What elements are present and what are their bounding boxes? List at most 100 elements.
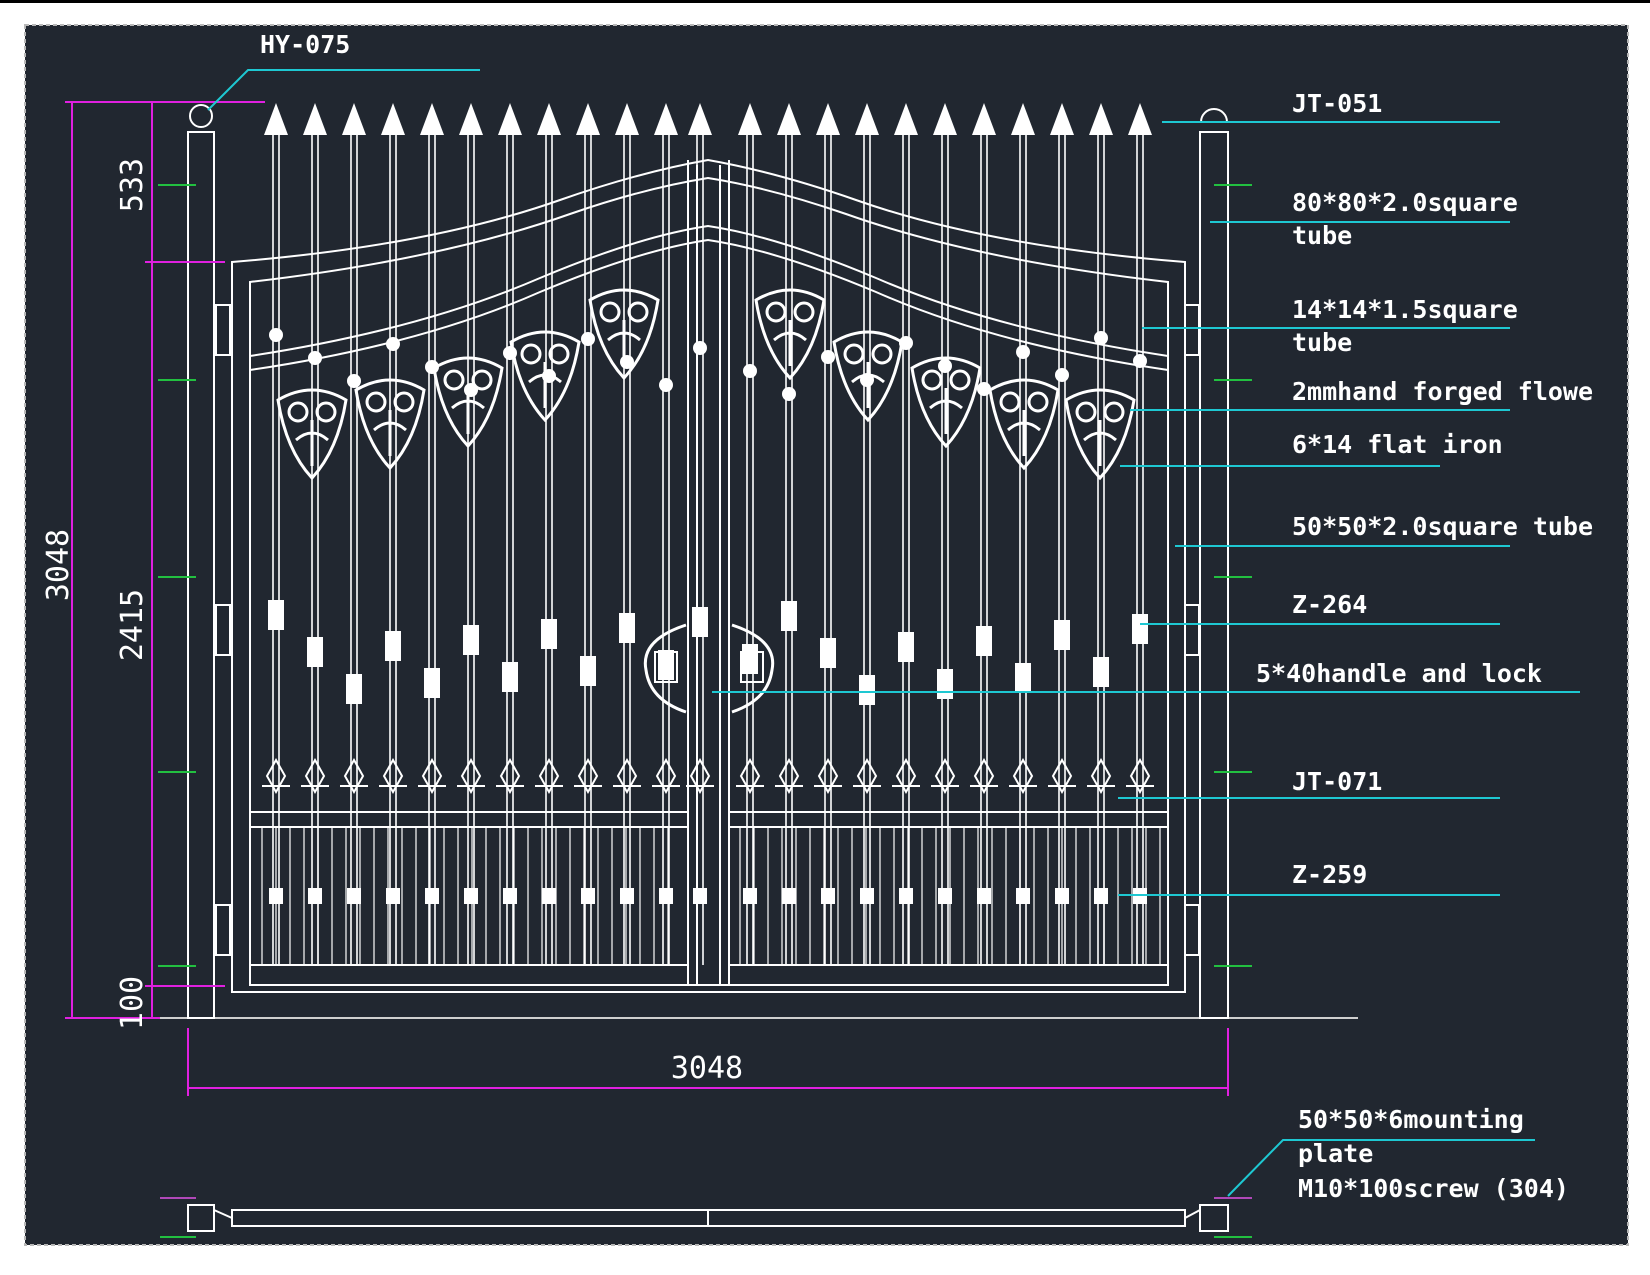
lower-finial-15	[856, 757, 878, 795]
collar-19	[1015, 663, 1031, 693]
dim-top-arch: 533	[115, 158, 150, 212]
handle-left	[643, 623, 687, 714]
label-bar-tube-1: 14*14*1.5square	[1292, 295, 1518, 324]
lower-collar-20	[1055, 888, 1069, 904]
spear-tip-9	[615, 103, 639, 135]
spear-tip-1	[303, 103, 327, 135]
lower-finial-5	[460, 757, 482, 795]
flower-outline-1	[354, 378, 426, 471]
flower-scroll-a-0	[287, 401, 309, 423]
lower-collar-18	[977, 888, 991, 904]
flower-outline-3	[509, 330, 581, 423]
flower-outline-0	[276, 388, 348, 481]
spear-tip-2	[342, 103, 366, 135]
collar-13	[781, 601, 797, 631]
lower-collar-21	[1094, 888, 1108, 904]
flower-stem-1	[373, 410, 407, 456]
bead-22	[1133, 354, 1147, 368]
collar-14	[820, 638, 836, 668]
label-jt071: JT-071	[1292, 767, 1382, 796]
bead-3	[386, 337, 400, 351]
top-border	[0, 0, 1650, 3]
collar-0	[268, 600, 284, 630]
flower-outline-8	[988, 378, 1060, 471]
plan-hinge-left	[213, 1209, 233, 1219]
collar-3	[385, 631, 401, 661]
left-post	[187, 131, 215, 1019]
drawing-background	[24, 24, 1629, 1246]
spear-tip-12	[738, 103, 762, 135]
lower-finial-3	[382, 757, 404, 795]
flower-scroll-b-3	[548, 343, 570, 365]
flower-scroll-b-6	[871, 343, 893, 365]
flower-outline-9	[1064, 388, 1136, 481]
collar-17	[937, 669, 953, 699]
flower-scroll-a-4	[599, 301, 621, 323]
collar-8	[580, 656, 596, 686]
lower-collar-7	[542, 888, 556, 904]
dimension-labels: 3048 533 2415 100 3048	[41, 158, 743, 1086]
flower-stem-0	[295, 420, 329, 466]
collar-10	[658, 650, 674, 680]
lower-finial-10	[655, 757, 677, 795]
flower-outline-6	[832, 330, 904, 423]
label-post-tube-2: tube	[1292, 221, 1352, 250]
flower-scroll-a-3	[520, 343, 542, 365]
flower-scroll-b-5	[793, 301, 815, 323]
lower-collar-15	[860, 888, 874, 904]
collar-22	[1132, 614, 1148, 644]
flower-stem-9	[1083, 420, 1117, 466]
collar-5	[463, 625, 479, 655]
bead-21	[1094, 331, 1108, 345]
flower-scroll-a-7	[921, 369, 943, 391]
label-post-tube-1: 80*80*2.0square	[1292, 188, 1518, 217]
lower-finial-7	[538, 757, 560, 795]
flower-scroll-a-8	[999, 391, 1021, 413]
collar-4	[424, 668, 440, 698]
bead-14	[821, 350, 835, 364]
arch-rail-lower	[249, 238, 1169, 371]
lower-finial-4	[421, 757, 443, 795]
arch-rail-upper	[249, 224, 1169, 357]
lower-finial-14	[817, 757, 839, 795]
flower-scroll-a-9	[1075, 401, 1097, 423]
label-frame-tube: 50*50*2.0square tube	[1292, 512, 1593, 541]
lower-finial-1	[304, 757, 326, 795]
spear-tip-4	[420, 103, 444, 135]
spear-tip-10	[654, 103, 678, 135]
bead-13	[782, 387, 796, 401]
flower-outline-4	[588, 288, 660, 381]
flower-scroll-a-2	[443, 369, 465, 391]
gate-inner-frame	[249, 176, 1169, 986]
right-post	[1199, 131, 1229, 1019]
lower-finial-17	[934, 757, 956, 795]
lower-finial-2	[343, 757, 365, 795]
handle-right	[731, 623, 775, 714]
collar-12	[742, 644, 758, 674]
spear-tip-15	[855, 103, 879, 135]
hinge-0	[215, 304, 231, 356]
lower-collar-11	[693, 888, 707, 904]
label-bar-tube-2: tube	[1292, 328, 1352, 357]
spear-tip-0	[264, 103, 288, 135]
lower-finial-21	[1090, 757, 1112, 795]
leader-hy075	[207, 69, 480, 111]
lower-collar-14	[821, 888, 835, 904]
dim-overall-width: 3048	[671, 1051, 743, 1086]
spear-tip-13	[777, 103, 801, 135]
spear-tip-14	[816, 103, 840, 135]
bead-2	[347, 374, 361, 388]
collar-20	[1054, 620, 1070, 650]
lower-finial-22	[1129, 757, 1151, 795]
lower-collar-17	[938, 888, 952, 904]
lower-collar-2	[347, 888, 361, 904]
spear-tip-18	[972, 103, 996, 135]
spear-tip-7	[537, 103, 561, 135]
plan-left-post	[187, 1204, 215, 1232]
lower-collar-3	[386, 888, 400, 904]
spear-tip-17	[933, 103, 957, 135]
flower-scroll-b-9	[1103, 401, 1125, 423]
flower-stem-6	[851, 362, 885, 408]
dim-clearance: 100	[115, 976, 150, 1030]
label-flower: 2mmhand forged flowe	[1292, 377, 1593, 406]
